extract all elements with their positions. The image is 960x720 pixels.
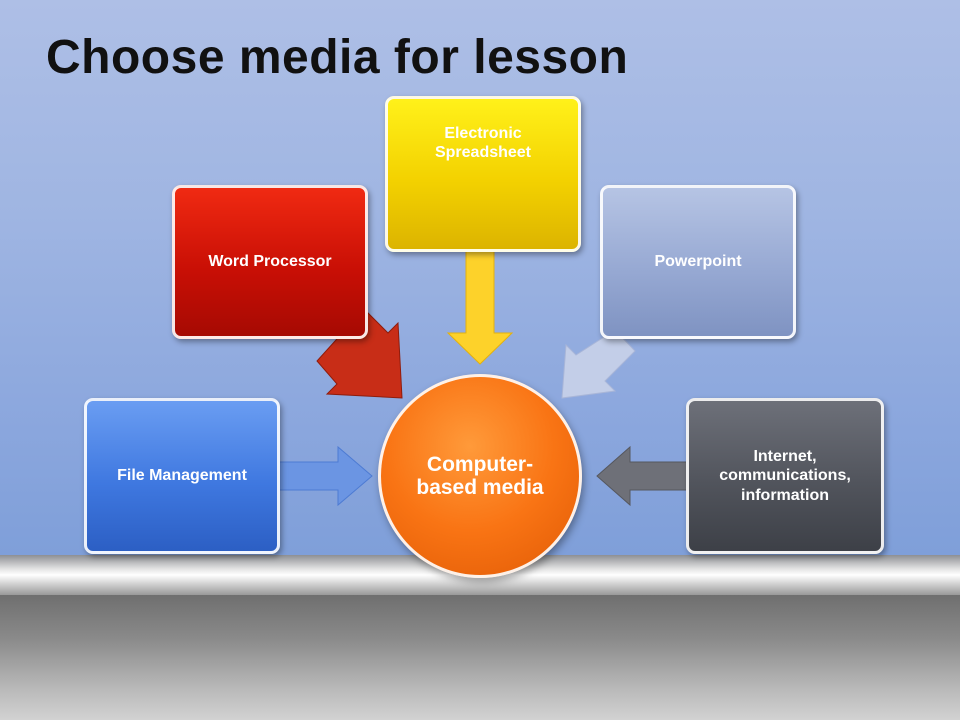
node-word-processor-label: Word Processor xyxy=(208,253,332,271)
node-internet-communications: Internet, communications, information xyxy=(686,398,884,554)
slide-title: Choose media for lesson xyxy=(46,31,629,84)
node-electronic-spreadsheet: Electronic Spreadsheet xyxy=(385,96,581,252)
center-node-computer-based-media: Computer-based media xyxy=(378,374,582,578)
arrow-internet xyxy=(596,445,691,507)
arrow-electronic-spreadsheet xyxy=(446,249,514,365)
node-powerpoint-label: Powerpoint xyxy=(654,253,742,271)
node-file-management-label: File Management xyxy=(117,467,247,485)
node-electronic-spreadsheet-label: Electronic Spreadsheet xyxy=(434,124,532,161)
center-node-label: Computer-based media xyxy=(416,452,544,499)
node-internet-communications-label: Internet, communications, information xyxy=(719,448,851,504)
node-word-processor: Word Processor xyxy=(172,185,368,339)
node-file-management: File Management xyxy=(84,398,280,554)
node-powerpoint: Powerpoint xyxy=(600,185,796,339)
arrow-word-processor xyxy=(316,309,403,399)
arrow-file-management xyxy=(277,445,373,507)
arrow-powerpoint xyxy=(561,329,636,399)
floor xyxy=(0,595,960,720)
